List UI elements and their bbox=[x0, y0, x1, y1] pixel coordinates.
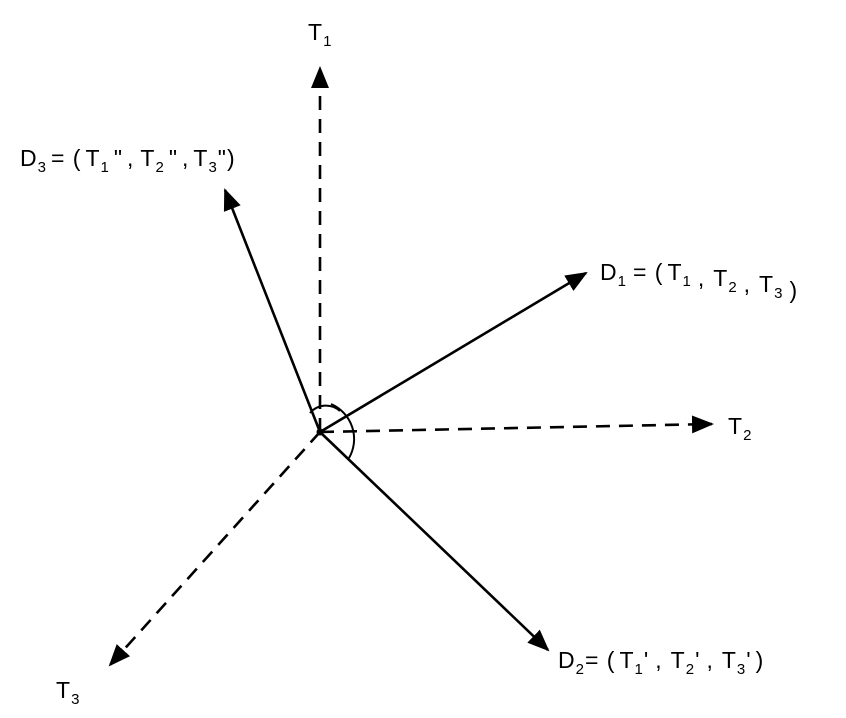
d1-vector bbox=[319, 271, 588, 434]
d3-vector bbox=[223, 188, 322, 433]
angle-arc-small bbox=[309, 404, 341, 414]
t3-axis bbox=[108, 431, 321, 667]
d2-vector bbox=[319, 431, 550, 652]
d1-label: D1= (T1,T2,T3) bbox=[600, 259, 798, 303]
angle-arc-large bbox=[330, 403, 356, 459]
origin-point bbox=[316, 428, 324, 436]
t1-label: T1 bbox=[308, 19, 332, 50]
d3-label: D3= (T1",T2",T3") bbox=[20, 145, 236, 176]
t2-label: T2 bbox=[728, 413, 752, 444]
t2-axis bbox=[319, 415, 714, 434]
t3-label: T3 bbox=[56, 677, 80, 708]
d2-label: D2= (T1',T2',T3') bbox=[558, 647, 764, 678]
